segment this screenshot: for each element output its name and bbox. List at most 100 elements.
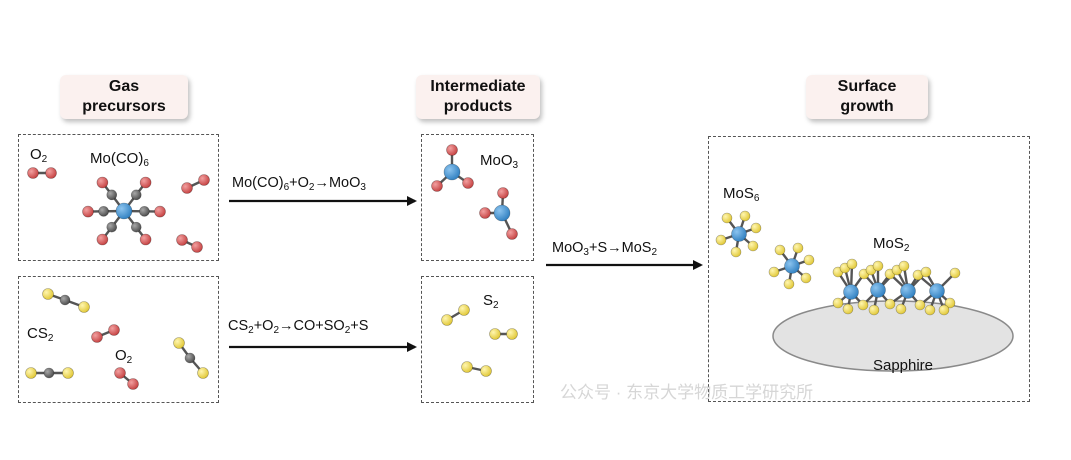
atom-s: [480, 365, 492, 377]
atom-mo: [115, 202, 133, 220]
header-surface-line1: Surface: [837, 78, 897, 95]
atom-s: [868, 304, 880, 316]
atom-s: [173, 337, 185, 349]
atom-s: [898, 260, 910, 272]
reaction-label-3: MoO3+S→MoS2: [552, 240, 658, 258]
atom-s: [25, 367, 37, 379]
watermark-text: 公众号 · 东京大学物质工学研究所: [560, 383, 814, 402]
atom-s: [489, 328, 501, 340]
label-sapphire: Sapphire: [873, 357, 933, 374]
atom-o: [27, 167, 39, 179]
atom-o: [479, 207, 491, 219]
atom-s: [857, 299, 869, 311]
atom-o: [181, 182, 193, 194]
atom-s: [768, 266, 780, 278]
atom-s: [42, 288, 54, 300]
atom-s: [884, 298, 896, 310]
atom-mo: [493, 204, 511, 222]
atom-mo: [929, 283, 945, 299]
atom-s: [197, 367, 209, 379]
header-gas-line2: precursors: [82, 98, 166, 115]
header-intermediate-line1: Intermediate: [430, 78, 526, 95]
atom-s: [944, 297, 956, 309]
atom-o: [497, 187, 509, 199]
atom-s: [914, 299, 926, 311]
box-intermediate-moo3: [421, 134, 534, 261]
atom-mo: [900, 283, 916, 299]
atom-o: [191, 241, 203, 253]
atom-s: [461, 361, 473, 373]
header-gas-line1: Gas: [108, 78, 140, 95]
atom-mo: [443, 163, 461, 181]
label-s2: S2: [483, 292, 499, 311]
atom-s: [441, 314, 453, 326]
atom-c: [43, 367, 55, 379]
atom-mo: [870, 282, 886, 298]
atom-o: [446, 144, 458, 156]
atom-o: [96, 176, 109, 189]
atom-s: [800, 272, 812, 284]
atom-s: [792, 242, 804, 254]
atom-o: [139, 176, 152, 189]
header-gas-precursors: Gas precursors: [60, 75, 188, 119]
atom-s: [783, 278, 795, 290]
box-intermediate-s2: [421, 276, 534, 403]
atom-o: [114, 367, 126, 379]
atom-o: [82, 205, 94, 218]
reaction-label-1: Mo(CO)6+O2→MoO3: [232, 175, 366, 193]
atom-s: [62, 367, 74, 379]
atom-mo: [843, 284, 859, 300]
header-intermediate-products: Intermediate products: [416, 75, 540, 119]
atom-c: [130, 189, 142, 201]
atom-o: [139, 233, 152, 246]
atom-c: [184, 352, 196, 364]
atom-c: [139, 206, 150, 217]
atom-o: [176, 234, 188, 246]
atom-o: [108, 324, 120, 336]
atom-c: [130, 221, 142, 233]
label-moo3: MoO3: [480, 152, 519, 171]
atom-o: [91, 331, 103, 343]
atom-s: [846, 258, 858, 270]
label-o2-bottom: O2: [115, 347, 133, 366]
atom-s: [78, 301, 90, 313]
atom-o: [96, 233, 109, 246]
label-mo-co6: Mo(CO)6: [90, 150, 149, 169]
atom-o: [506, 228, 518, 240]
atom-c: [106, 189, 118, 201]
box-surface-growth: [708, 136, 1030, 402]
box-precursors-mo: [18, 134, 219, 261]
atom-s: [895, 303, 907, 315]
atom-s: [721, 212, 733, 224]
atom-c: [98, 206, 109, 217]
atom-o: [198, 174, 210, 186]
atom-s: [949, 267, 961, 279]
atom-s: [924, 304, 936, 316]
atom-o: [127, 378, 139, 390]
atom-s: [715, 234, 727, 246]
atom-s: [920, 266, 932, 278]
box-precursors-cs2: [18, 276, 219, 403]
atom-s: [458, 304, 470, 316]
atom-s: [730, 246, 742, 258]
atom-s: [774, 244, 786, 256]
reaction-label-2: CS2+O2→CO+SO2+S: [228, 318, 369, 336]
atom-mo: [731, 226, 747, 242]
atom-s: [750, 222, 762, 234]
label-cs2: CS2: [27, 325, 54, 344]
molecule-atoms: [25, 144, 961, 390]
atom-c: [106, 221, 118, 233]
atom-s: [739, 210, 751, 222]
atom-s: [938, 304, 950, 316]
label-mos2: MoS2: [873, 235, 910, 254]
atom-c: [59, 294, 71, 306]
atom-o: [45, 167, 57, 179]
header-surface-line2: growth: [840, 98, 894, 115]
atom-o: [431, 180, 443, 192]
atom-s: [872, 260, 884, 272]
header-surface-growth: Surface growth: [806, 75, 928, 119]
atom-o: [462, 177, 474, 189]
atom-mo: [784, 258, 800, 274]
header-intermediate-line2: products: [443, 98, 513, 115]
